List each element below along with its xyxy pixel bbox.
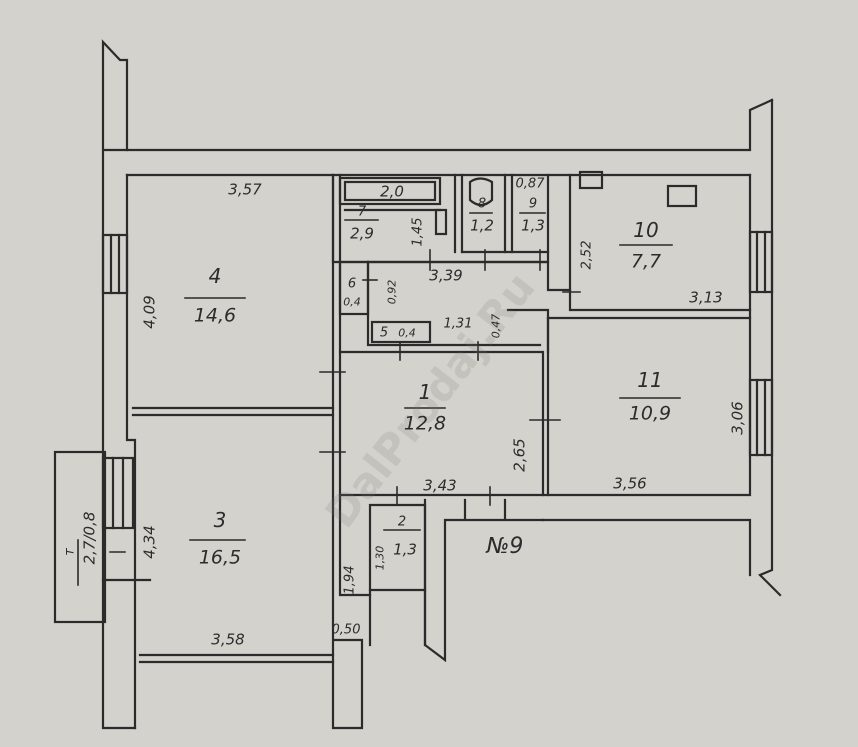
room-10-area: 7,7 bbox=[630, 250, 662, 273]
room-7-area: 2,9 bbox=[350, 224, 374, 243]
window-right-1 bbox=[748, 230, 774, 294]
wall-room-1 bbox=[338, 350, 545, 497]
room-2-area: 1,3 bbox=[393, 540, 417, 559]
dim-room-4-depth: 4,09 bbox=[140, 295, 159, 329]
wall-corridor-top bbox=[366, 260, 572, 292]
balcony-area: 2,7/0,8 bbox=[80, 511, 99, 565]
room-5-number: 5 bbox=[379, 325, 389, 341]
outer-wall-top bbox=[125, 98, 774, 152]
room-9-number: 9 bbox=[528, 196, 538, 212]
outer-wall-right bbox=[758, 98, 782, 597]
balcony bbox=[53, 450, 107, 624]
balcony-mark: т bbox=[62, 548, 78, 556]
dim-room-9-width: 0,87 bbox=[515, 176, 545, 192]
room-4-number: 4 bbox=[208, 264, 222, 288]
entrance-stair bbox=[338, 498, 545, 663]
room-7-number: 7 bbox=[357, 204, 367, 220]
dim-room-3-width: 3,58 bbox=[211, 630, 245, 649]
room-8-area: 1,2 bbox=[470, 216, 494, 235]
room-10-number: 10 bbox=[633, 218, 659, 242]
sink bbox=[578, 170, 604, 190]
stair-label: №9 bbox=[486, 534, 524, 559]
wall-4-3 bbox=[131, 406, 335, 417]
outer-wall-left bbox=[101, 39, 137, 730]
room-11-area: 10,9 bbox=[628, 402, 672, 425]
dim-room-11-depth: 3,06 bbox=[728, 401, 747, 435]
wall-corridor-bottom bbox=[331, 498, 364, 730]
dim-room-2-depth: 1,30 bbox=[373, 545, 387, 571]
dim-0-50: 0,50 bbox=[331, 622, 361, 638]
room-1-area: 12,8 bbox=[403, 412, 447, 435]
dim-bath-depth: 1,45 bbox=[410, 217, 426, 247]
room-3-area: 16,5 bbox=[198, 546, 242, 569]
stove bbox=[666, 184, 698, 208]
dim-room-11-width: 3,56 bbox=[613, 474, 647, 493]
closet-5 bbox=[370, 320, 432, 344]
room-2-number: 2 bbox=[397, 514, 407, 530]
dim-corridor-length: 3,39 bbox=[429, 266, 463, 285]
room-1-number: 1 bbox=[418, 380, 432, 404]
wall-room-3-bottom bbox=[138, 653, 335, 664]
room-3-number: 3 bbox=[213, 508, 227, 532]
dim-room-1-width: 3,43 bbox=[423, 476, 457, 495]
room-9-area: 1,3 bbox=[521, 216, 545, 235]
dim-room-3-depth: 4,34 bbox=[140, 525, 159, 559]
dim-room-4-width: 3,57 bbox=[228, 180, 262, 199]
dim-kitchen-depth: 2,52 bbox=[579, 240, 595, 270]
wall-kitchen bbox=[546, 173, 752, 320]
dim-corridor-width: 0,92 bbox=[385, 279, 399, 305]
dim-corridor-1-31: 1,31 bbox=[443, 316, 473, 332]
room-4-area: 14,6 bbox=[193, 304, 237, 327]
room-6-area: 0,4 bbox=[343, 295, 361, 309]
room-11-number: 11 bbox=[637, 368, 663, 392]
window-left-2 bbox=[101, 456, 135, 530]
bathtub bbox=[338, 176, 442, 206]
toilet bbox=[468, 177, 494, 207]
room-6-number: 6 bbox=[347, 276, 357, 292]
dim-kitchen-width: 3,13 bbox=[689, 288, 723, 307]
window-right-2 bbox=[748, 378, 774, 457]
window-left-1 bbox=[101, 233, 129, 295]
room-5-area: 0,4 bbox=[398, 326, 416, 340]
dim-room-1-depth: 2,65 bbox=[510, 438, 529, 472]
outer-wall-left-inner bbox=[125, 173, 137, 730]
room-8-number: 8 bbox=[477, 196, 487, 212]
dim-corridor-1-94: 1,94 bbox=[342, 565, 358, 595]
dim-bath-width: 2,0 bbox=[380, 182, 404, 201]
dim-corridor-0-47: 0,47 bbox=[489, 313, 503, 339]
